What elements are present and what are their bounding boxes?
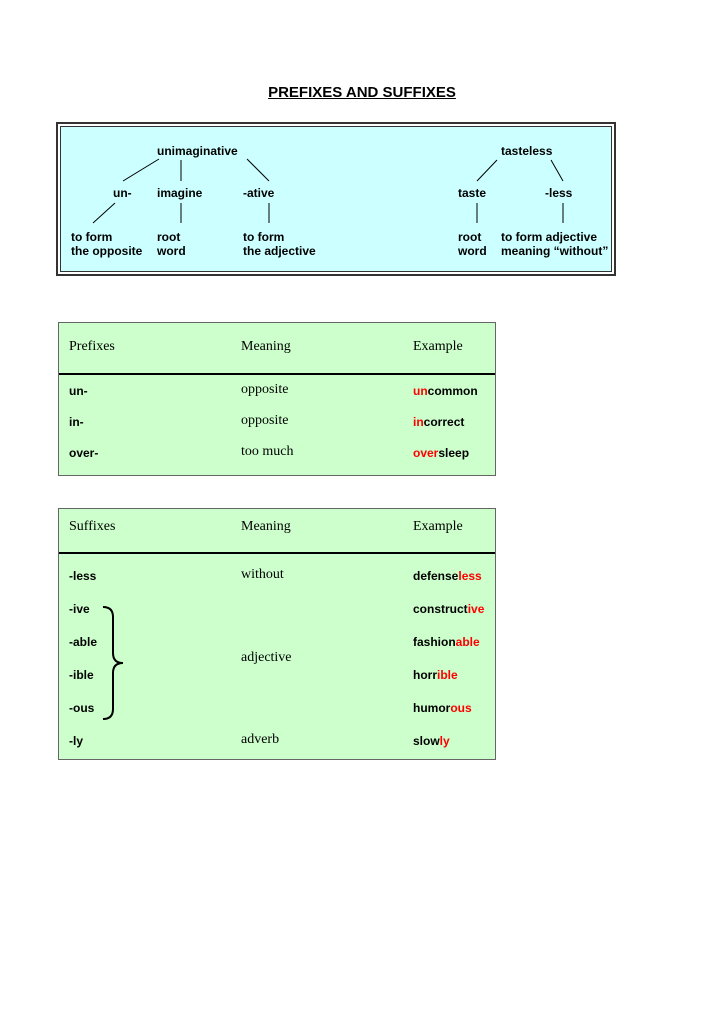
example-highlight: over [413,446,439,460]
right-part-root: taste [458,186,487,200]
example-highlight: ly [439,734,450,748]
prefixes-table-header: Prefixes Meaning Example [59,323,495,375]
example-highlight: less [458,569,482,583]
left-expl-prefix-line1: to form [71,230,113,244]
example-root: slow [413,734,440,748]
right-part-suffix: -less [545,186,573,200]
right-root-word: tasteless [501,144,553,158]
suffix-example: horrible [413,668,458,682]
example-root: fashion [413,635,456,649]
left-explanation-suffix: to form the adjective [243,230,316,258]
left-explanation-root: root word [157,230,186,258]
diagram-panel: unimaginative un- imagine -ative to form… [60,126,612,272]
suffixes-table-header: Suffixes Meaning Example [59,509,495,554]
suffix-affix: -ous [69,701,95,715]
left-expl-suffix-line2: the adjective [243,244,316,258]
example-highlight: ible [437,668,458,682]
suffixes-header-affix: Suffixes [69,519,116,534]
table-row: -ible horrible [59,668,495,688]
curly-brace-icon [102,606,124,720]
suffixes-header-example: Example [413,519,463,534]
suffix-affix: -able [69,635,98,649]
prefixes-header-meaning: Meaning [241,339,291,354]
prefix-example: incorrect [413,415,464,429]
table-row: un- opposite uncommon [59,382,495,404]
left-part-root: imagine [157,186,203,200]
prefix-affix: un- [69,384,88,398]
example-highlight: able [455,635,480,649]
example-root: humor [413,701,451,715]
suffix-affix: -ive [69,602,90,616]
example-root: horr [413,668,437,682]
right-expl-suffix-line2: meaning “without” [501,244,609,258]
left-root-word: unimaginative [157,144,238,158]
suffixes-header-meaning: Meaning [241,519,291,534]
example-root: construct [413,602,468,616]
suffix-meaning: adverb [241,732,280,747]
prefixes-header-affix: Prefixes [69,339,115,354]
suffix-example: defenseless [413,569,482,583]
table-row: in- opposite incorrect [59,413,495,435]
group-meaning-adjective: adjective [241,650,292,665]
table-row: -ive constructive [59,602,495,622]
right-expl-root-line2: word [458,244,487,258]
suffix-affix: -less [69,569,97,583]
left-part-suffix: -ative [243,186,275,200]
table-row: -ous humorous [59,701,495,721]
prefix-meaning: opposite [241,382,289,397]
suffixes-table: Suffixes Meaning Example -less without d… [58,508,496,760]
example-root: defense [413,569,459,583]
suffix-example: constructive [413,602,484,616]
right-expl-suffix-line1: to form adjective [501,230,598,244]
left-explanation-prefix: to form the opposite [71,230,142,258]
example-rest: common [427,384,478,398]
page-title: PREFIXES AND SUFFIXES [268,84,456,101]
table-row: over- too much oversleep [59,444,495,466]
example-highlight: ive [467,602,485,616]
left-part-prefix: un- [113,186,132,200]
left-expl-root-line1: root [157,230,181,244]
suffix-affix: -ly [69,734,84,748]
right-explanation-suffix: to form adjective meaning “without” [501,230,608,258]
prefixes-header-example: Example [413,339,463,354]
example-rest: correct [423,415,465,429]
word-formation-diagram: unimaginative un- imagine -ative to form… [56,122,616,276]
prefix-affix: in- [69,415,84,429]
left-expl-suffix-line1: to form [243,230,285,244]
left-expl-prefix-line2: the opposite [71,244,143,258]
example-rest: sleep [438,446,470,460]
suffix-example: fashionable [413,635,480,649]
prefix-meaning: opposite [241,413,289,428]
prefix-example: oversleep [413,446,469,460]
prefix-meaning: too much [241,444,294,459]
prefix-affix: over- [69,446,99,460]
right-explanation-root: root word [458,230,487,258]
example-highlight: un [413,384,428,398]
prefixes-table: Prefixes Meaning Example un- opposite un… [58,322,496,476]
example-highlight: in [413,415,424,429]
suffix-example: slowly [413,734,450,748]
right-expl-root-line1: root [458,230,482,244]
table-row: -able fashionable [59,635,495,655]
left-expl-root-line2: word [157,244,186,258]
suffix-example: humorous [413,701,472,715]
diagram-connector-lines [92,158,564,224]
suffix-meaning: without [241,567,284,582]
prefix-example: uncommon [413,384,478,398]
example-highlight: ous [450,701,472,715]
suffix-affix: -ible [69,668,94,682]
table-row: -ly adverb slowly [59,732,495,754]
table-row: -less without defenseless [59,567,495,589]
